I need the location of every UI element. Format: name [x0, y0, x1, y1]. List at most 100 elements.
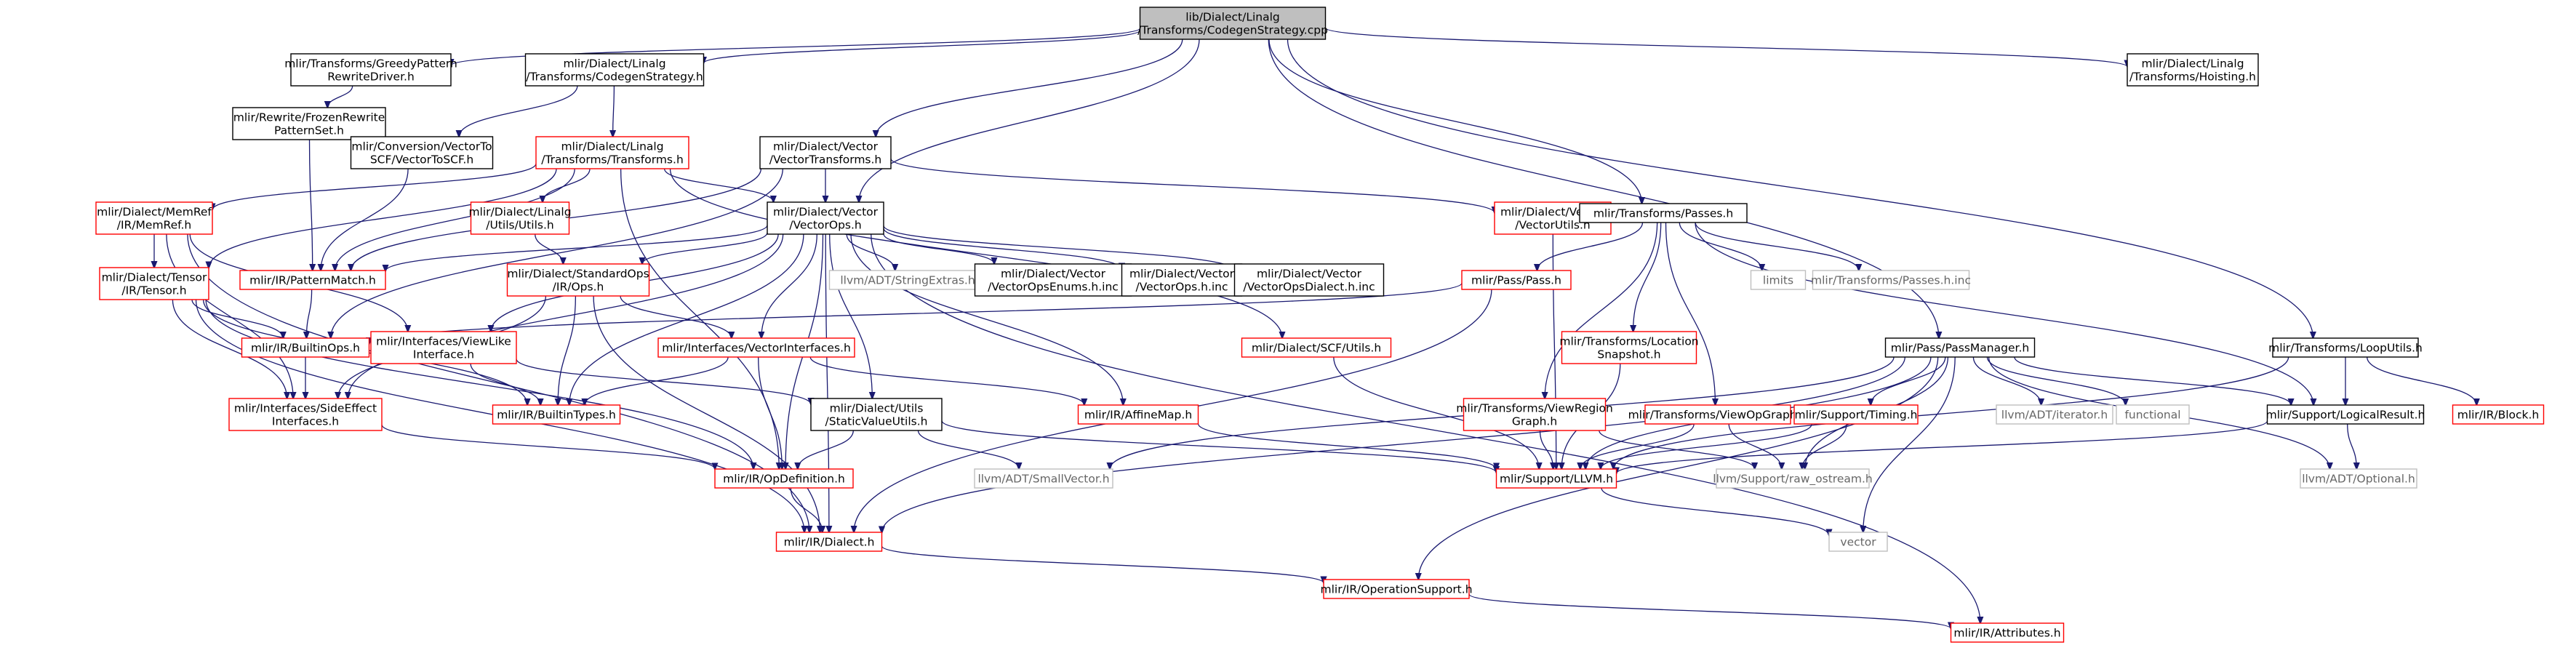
- node-label-patmatch-line-1: mlir/IR/PatternMatch.h: [249, 274, 376, 287]
- edge-viewregion-to-llvmh: [1539, 430, 1553, 469]
- node-box-opdef: [714, 468, 854, 489]
- node-builtinops[interactable]: mlir/IR/BuiltinOps.h: [241, 337, 370, 358]
- node-affinemap[interactable]: mlir/IR/AffineMap.h: [1077, 404, 1199, 425]
- node-tensor[interactable]: mlir/Dialect/Tensor/IR/Tensor.h: [99, 267, 209, 300]
- node-label-scfutils-line-1: mlir/Dialect/SCF/Utils.h: [1252, 342, 1381, 355]
- node-box-hoisting: [2127, 53, 2259, 87]
- edge-root-to-passes: [1268, 39, 1642, 204]
- edge-vecintf-to-opdef: [758, 356, 783, 469]
- node-box-passes: [1579, 203, 1748, 223]
- node-box-vector: [1828, 532, 1888, 552]
- node-vops[interactable]: mlir/Dialect/Vector/VectorOps.h: [767, 201, 884, 235]
- edge-passes-to-limits: [1679, 222, 1761, 271]
- node-label-builtinops-line-1: mlir/IR/BuiltinOps.h: [251, 342, 360, 355]
- node-label-memref-line-1: mlir/Dialect/MemRef: [97, 206, 212, 219]
- node-venums[interactable]: mlir/Dialect/Vector/VectorOpsEnums.h.inc: [974, 263, 1132, 297]
- node-label-dialect-line-1: mlir/IR/Dialect.h: [784, 536, 875, 549]
- edges-layer: [154, 27, 2476, 628]
- node-label-ltrans-line-2: /Transforms/Transforms.h: [541, 153, 684, 167]
- edge-vops-to-vopsinc: [883, 228, 1122, 270]
- node-label-locsnap-line-1: mlir/Transforms/Location: [1559, 335, 1698, 348]
- edge-passmgr-to-iterator: [1972, 356, 2041, 405]
- node-opsupport[interactable]: mlir/IR/OperationSupport.h: [1320, 579, 1473, 599]
- edge-viewlike-to-staticval: [516, 358, 811, 405]
- node-vtrans[interactable]: mlir/Dialect/Vector/VectorTransforms.h: [759, 136, 892, 169]
- edge-vops-to-stdops: [642, 232, 768, 264]
- node-box-looputils: [2272, 337, 2419, 358]
- node-box-v2scf: [350, 136, 494, 169]
- node-ltrans[interactable]: mlir/Dialect/Linalg/Transforms/Transform…: [535, 136, 689, 169]
- edge-passes-to-passpass: [1537, 222, 1644, 271]
- edge-vops-to-staticval: [829, 233, 873, 398]
- node-box-ltrans: [535, 136, 689, 169]
- edge-root-to-hoisting: [1324, 27, 2128, 66]
- node-looputils[interactable]: mlir/Transforms/LoopUtils.h: [2268, 337, 2423, 358]
- edge-vops-to-patmatch: [385, 225, 768, 271]
- edge-passmgr-to-opsupport: [1418, 356, 1939, 580]
- node-label-optional-line-1: llvm/ADT/Optional.h: [2302, 473, 2415, 486]
- node-label-staticval-line-1: mlir/Dialect/Utils: [830, 402, 924, 415]
- node-label-vecintf-line-1: mlir/Interfaces/VectorInterfaces.h: [662, 342, 851, 355]
- node-timing[interactable]: mlir/Support/Timing.h: [1793, 404, 1919, 425]
- node-logical[interactable]: mlir/Support/LogicalResult.h: [2266, 404, 2425, 425]
- edge-passmgr-to-dialect: [882, 356, 1905, 533]
- edge-sideeff-to-opdef: [381, 424, 715, 469]
- node-label-rawostream-line-1: llvm/Support/raw_ostream.h: [1713, 473, 1872, 486]
- node-v2scf[interactable]: mlir/Conversion/VectorToSCF/VectorToSCF.…: [350, 136, 494, 169]
- node-viewopgraph[interactable]: mlir/Transforms/ViewOpGraph.h: [1628, 404, 1808, 425]
- edge-v2scf-to-patmatch: [321, 168, 409, 271]
- node-memref[interactable]: mlir/Dialect/MemRef/IR/MemRef.h: [95, 201, 213, 235]
- node-label-viewlike-line-1: mlir/Interfaces/ViewLike: [376, 335, 511, 348]
- node-label-frozen-line-1: mlir/Rewrite/FrozenRewrite: [233, 111, 385, 124]
- node-label-looputils-line-1: mlir/Transforms/LoopUtils.h: [2268, 342, 2423, 355]
- node-vecintf[interactable]: mlir/Interfaces/VectorInterfaces.h: [657, 337, 855, 358]
- node-box-vops: [767, 201, 884, 235]
- node-cgs[interactable]: mlir/Dialect/Linalg/Transforms/CodegenSt…: [524, 53, 705, 87]
- node-root[interactable]: lib/Dialect/Linalg/Transforms/CodegenStr…: [1137, 7, 1328, 40]
- node-scfutils[interactable]: mlir/Dialect/SCF/Utils.h: [1241, 337, 1392, 358]
- node-label-vopsinc-line-2: /VectorOps.h.inc: [1135, 281, 1228, 294]
- node-vdialinc[interactable]: mlir/Dialect/Vector/VectorOpsDialect.h.i…: [1233, 263, 1385, 297]
- node-box-tensor: [99, 267, 209, 300]
- node-builtintypes[interactable]: mlir/IR/BuiltinTypes.h: [492, 404, 621, 425]
- node-attrs[interactable]: mlir/IR/Attributes.h: [1950, 622, 2065, 643]
- nodes-layer: lib/Dialect/Linalg/Transforms/CodegenStr…: [95, 7, 2545, 643]
- node-dialect[interactable]: mlir/IR/Dialect.h: [775, 532, 883, 552]
- node-stdops[interactable]: mlir/Dialect/StandardOps/IR/Ops.h: [506, 263, 650, 297]
- node-label-locsnap-line-2: Snapshot.h: [1597, 348, 1660, 361]
- node-lutils[interactable]: mlir/Dialect/Linalg/Utils/Utils.h: [468, 201, 572, 235]
- node-greedy[interactable]: mlir/Transforms/GreedyPatternRewriteDriv…: [284, 53, 457, 87]
- edge-passes-to-logical: [1695, 222, 2313, 405]
- node-passmgr[interactable]: mlir/Pass/PassManager.h: [1884, 337, 2036, 358]
- node-label-viewregion-line-1: mlir/Transforms/ViewRegion: [1456, 402, 1613, 415]
- edge-timing-to-llvmh: [1601, 423, 1812, 469]
- node-label-logical-line-1: mlir/Support/LogicalResult.h: [2266, 409, 2425, 422]
- node-hoisting[interactable]: mlir/Dialect/Linalg/Transforms/Hoisting.…: [2127, 53, 2259, 87]
- node-vopsinc[interactable]: mlir/Dialect/Vector/VectorOps.h.inc: [1121, 263, 1243, 297]
- node-label-iterator-line-1: llvm/ADT/iterator.h: [2001, 409, 2108, 422]
- node-block[interactable]: mlir/IR/Block.h: [2452, 404, 2545, 425]
- node-label-viewregion-line-2: Graph.h: [1512, 415, 1557, 428]
- edge-passes-to-viewregion: [1545, 222, 1658, 398]
- node-box-scfutils: [1241, 337, 1392, 358]
- edge-tensor-to-sideeff: [172, 299, 287, 398]
- node-patmatch[interactable]: mlir/IR/PatternMatch.h: [239, 270, 386, 290]
- node-llvmh[interactable]: mlir/Support/LLVM.h: [1495, 468, 1617, 489]
- node-label-vector-line-1: vector: [1840, 536, 1876, 549]
- node-opdef[interactable]: mlir/IR/OpDefinition.h: [714, 468, 854, 489]
- node-box-viewopgraph: [1644, 404, 1791, 425]
- node-label-passmgr-line-1: mlir/Pass/PassManager.h: [1891, 342, 2029, 355]
- node-staticval[interactable]: mlir/Dialect/Utils/StaticValueUtils.h: [810, 398, 943, 431]
- node-label-venums-line-2: /VectorOpsEnums.h.inc: [988, 281, 1119, 294]
- node-box-llvmh: [1495, 468, 1617, 489]
- node-passpass[interactable]: mlir/Pass/Pass.h: [1461, 270, 1572, 290]
- edge-viewlike-to-builtintypes: [470, 363, 540, 405]
- node-passes[interactable]: mlir/Transforms/Passes.h: [1579, 203, 1748, 223]
- edge-logical-to-optional: [2347, 423, 2357, 469]
- node-box-timing: [1793, 404, 1919, 425]
